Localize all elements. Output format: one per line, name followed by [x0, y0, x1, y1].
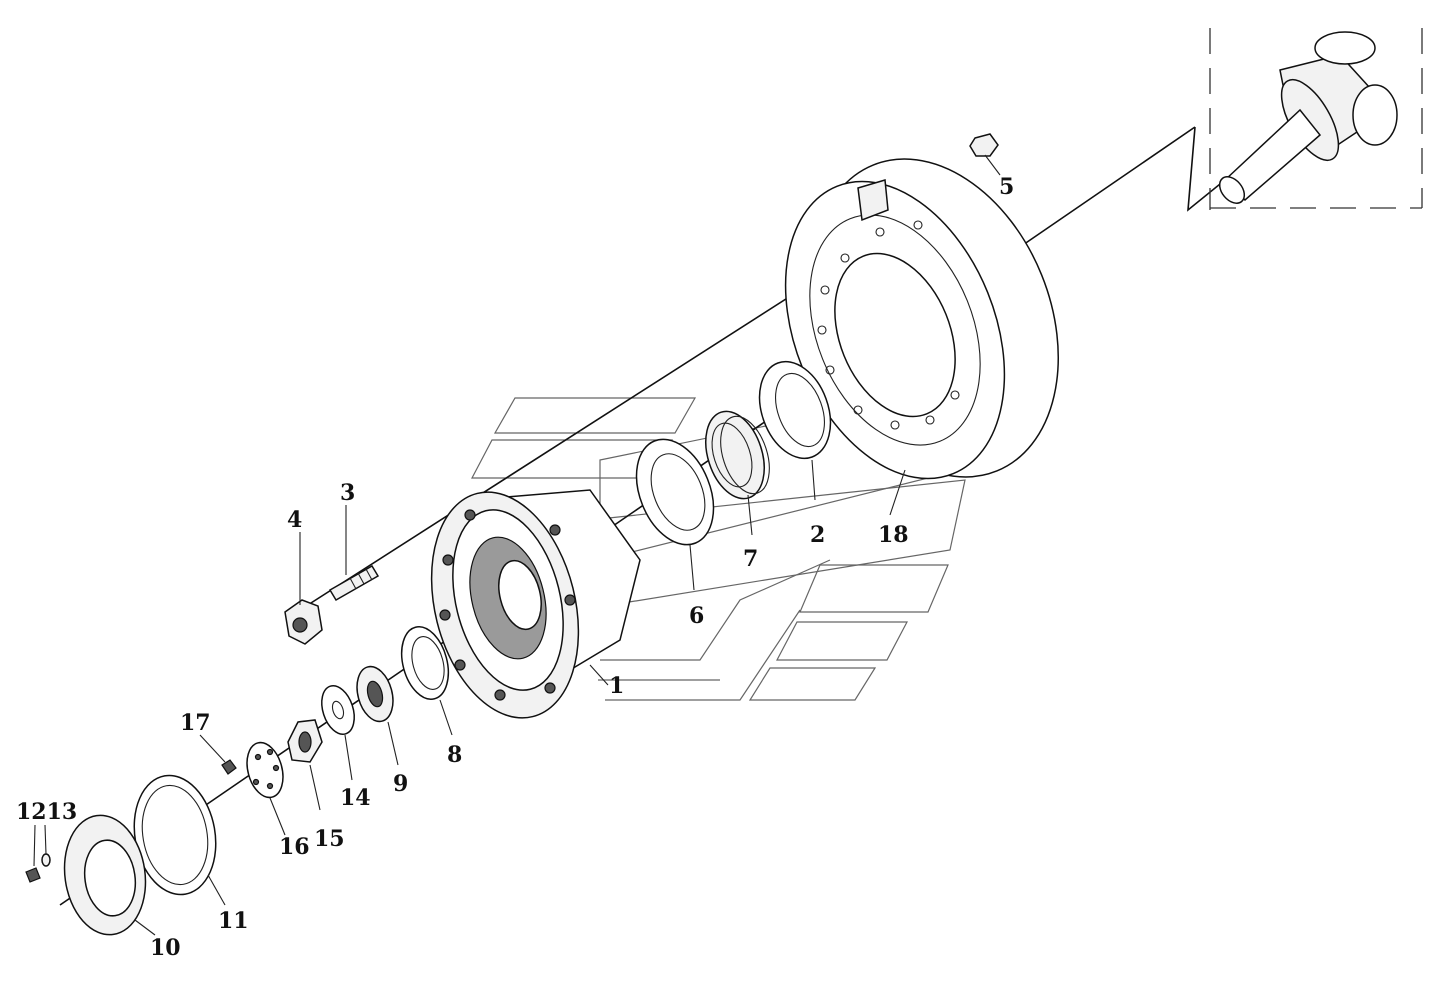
lock-washer	[246, 741, 284, 799]
brake-drum	[784, 158, 1059, 480]
outer-bearing-cone	[356, 665, 394, 723]
label-part-16: 16	[279, 834, 310, 860]
oil-seal-ring	[758, 360, 832, 460]
label-part-5: 5	[999, 174, 1014, 200]
hub-nut	[287, 719, 323, 763]
label-part-9: 9	[393, 771, 408, 797]
label-part-1: 1	[609, 673, 624, 699]
axis-break	[1187, 126, 1226, 212]
screw-17	[221, 759, 237, 775]
bolt-and-washer-12-13	[25, 853, 51, 883]
label-part-14: 14	[340, 785, 371, 811]
label-part-3: 3	[340, 480, 355, 506]
label-part-8: 8	[447, 742, 462, 768]
label-part-18: 18	[878, 522, 909, 548]
washer	[321, 685, 355, 735]
label-part-17: 17	[180, 710, 211, 736]
steering-knuckle-inset	[1209, 28, 1423, 210]
stud-axis-line	[299, 257, 851, 611]
part-labels: 1 2 3 4 5 6 7 8 9 10 11 1213 14 15 16 17…	[16, 174, 1014, 961]
hub-bolt-holes	[439, 509, 576, 701]
wheel-stud	[328, 564, 380, 602]
label-part-6: 6	[689, 603, 704, 629]
label-part-10: 10	[150, 935, 181, 961]
wheel-hub	[430, 489, 641, 719]
drum-bolt-holes	[817, 220, 960, 430]
inner-bearing-cone	[705, 410, 770, 500]
label-part-4: 4	[287, 507, 302, 533]
label-part-2: 2	[810, 522, 825, 548]
label-part-11: 11	[218, 908, 249, 934]
nut-5	[969, 133, 999, 157]
bearing-cup	[635, 438, 715, 546]
leader-lines	[33, 154, 1001, 936]
hub-cap	[63, 814, 147, 936]
wheel-nut	[284, 599, 323, 645]
label-part-7: 7	[743, 546, 758, 572]
outer-bearing-cup	[400, 626, 450, 700]
label-part-15: 15	[314, 826, 345, 852]
label-part-1213: 1213	[16, 799, 77, 825]
